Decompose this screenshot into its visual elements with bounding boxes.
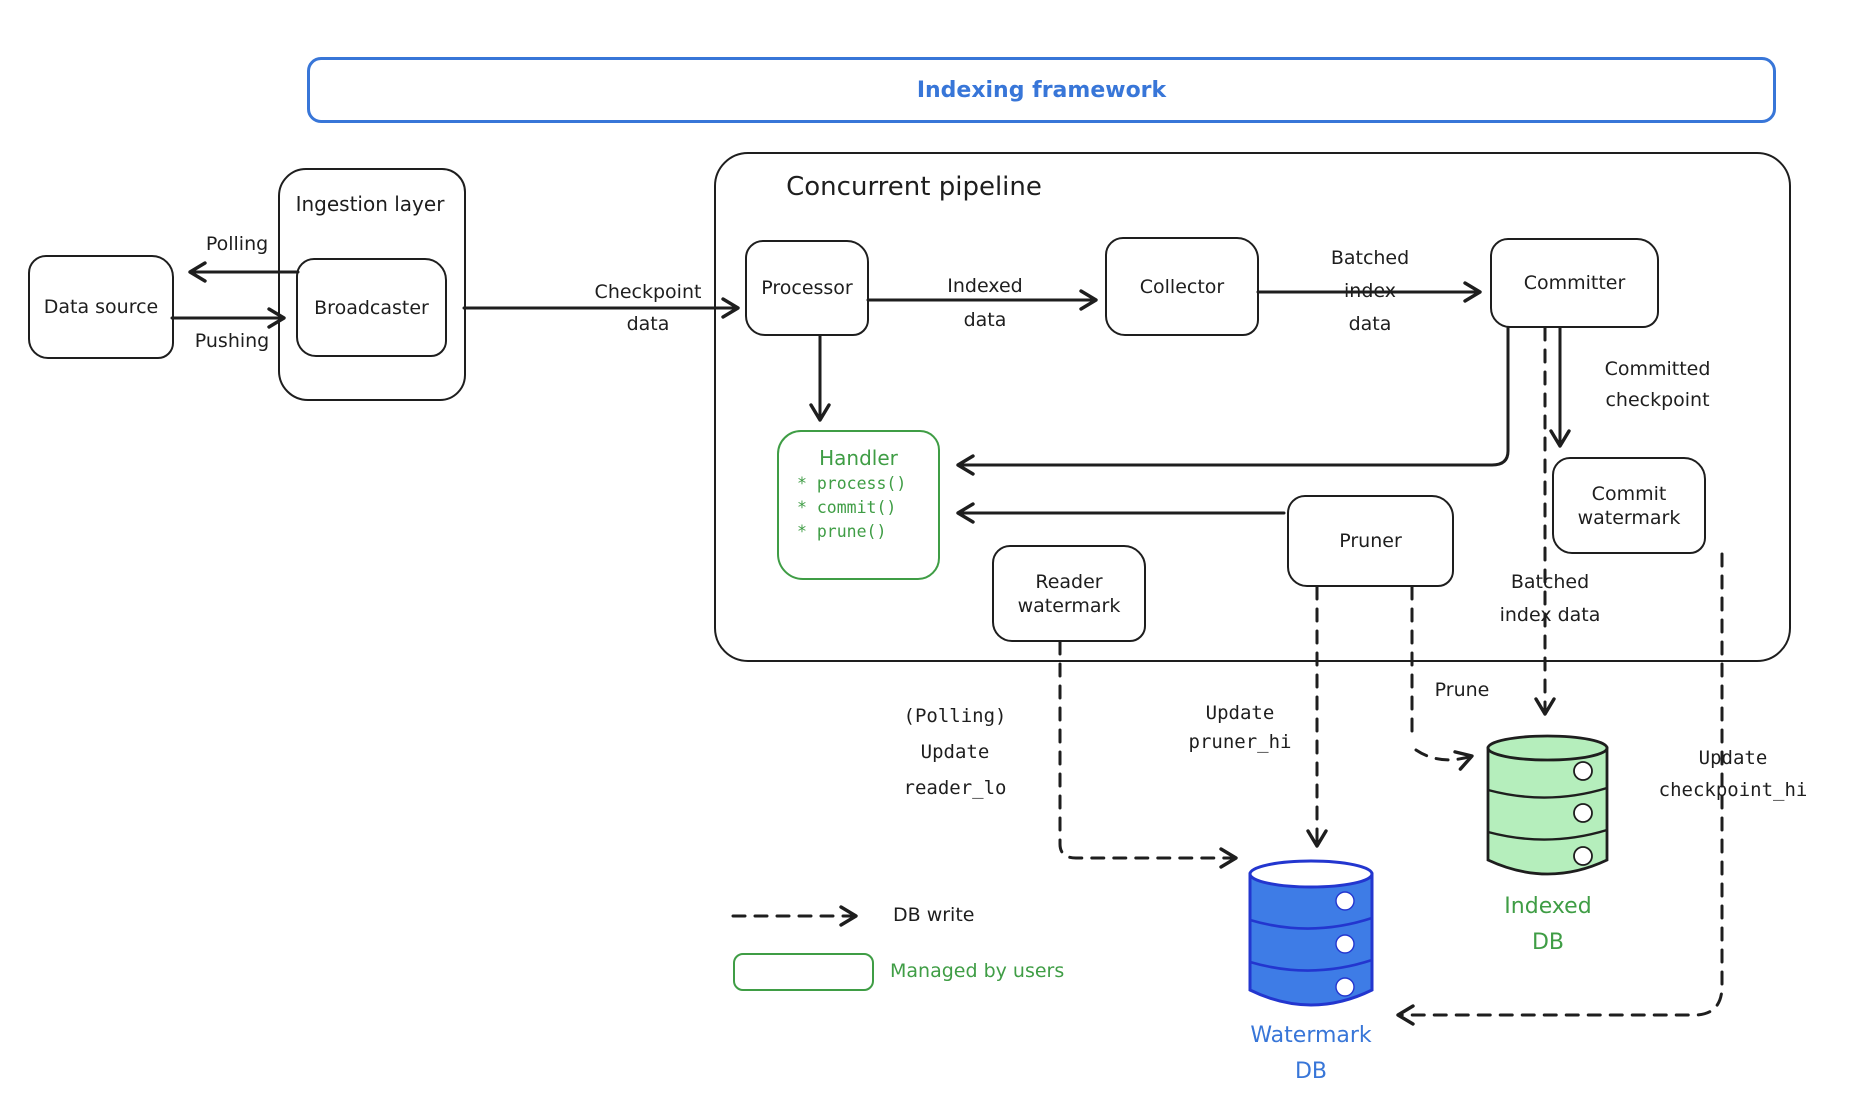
pruner-label: Pruner: [1339, 530, 1402, 552]
legend-managed-label: Managed by users: [890, 960, 1065, 982]
node-handler: Handler * process() * commit() * prune(): [777, 430, 940, 580]
arrow-prune-head: [1414, 748, 1474, 771]
arrow-committer-to-handler: [956, 326, 1510, 476]
watermark-db-cylinder: [1248, 859, 1374, 1007]
node-committer: Committer: [1490, 238, 1659, 328]
committer-label: Committer: [1523, 272, 1626, 294]
reader-watermark-label: Reader watermark: [1017, 570, 1121, 617]
label-checkpoint-data: Checkpoint data: [573, 276, 723, 340]
indexing-framework-frame: Indexing framework: [307, 57, 1776, 123]
data-source-label: Data source: [43, 296, 159, 318]
commit-watermark-label: Commit watermark: [1577, 482, 1681, 529]
arrow-update-reader-lo: [1058, 640, 1238, 869]
node-collector: Collector: [1105, 237, 1259, 336]
label-committed-checkpoint: Committed checkpoint: [1565, 354, 1750, 416]
handler-title: Handler: [819, 446, 898, 470]
legend-db-write-label: DB write: [893, 904, 975, 926]
node-data-source: Data source: [28, 255, 174, 359]
concurrent-pipeline-title: Concurrent pipeline: [786, 172, 1042, 202]
broadcaster-label: Broadcaster: [314, 296, 429, 319]
legend-managed-box: [733, 953, 874, 991]
ingestion-layer-title: Ingestion layer: [295, 192, 445, 216]
handler-item-commit: * commit(): [797, 498, 897, 517]
handler-item-process: * process(): [797, 474, 907, 493]
node-reader-watermark: Reader watermark: [992, 545, 1146, 642]
indexing-framework-title: Indexing framework: [916, 77, 1167, 103]
label-polling: Polling: [205, 233, 269, 255]
group-concurrent-pipeline: [714, 152, 1791, 662]
label-update-pruner-hi: Update pruner_hi: [1145, 699, 1335, 757]
group-ingestion-layer: [278, 168, 466, 401]
node-commit-watermark: Commit watermark: [1552, 457, 1706, 554]
label-batched-index-data: Batched index data: [1295, 242, 1445, 341]
label-pushing: Pushing: [194, 330, 270, 352]
processor-label: Processor: [761, 277, 853, 299]
node-broadcaster: Broadcaster: [296, 258, 447, 357]
label-batched-index-data-2: Batched index data: [1465, 566, 1635, 632]
node-pruner: Pruner: [1287, 495, 1454, 587]
collector-label: Collector: [1139, 275, 1225, 298]
watermark-db-label: Watermark DB: [1250, 1023, 1372, 1084]
handler-item-prune: * prune(): [797, 522, 887, 541]
label-update-checkpoint-hi: Update checkpoint_hi: [1618, 742, 1848, 806]
indexed-db-cylinder: [1486, 734, 1609, 876]
label-indexed-data: Indexed data: [910, 269, 1060, 337]
label-update-reader-lo: (Polling) Update reader_lo: [860, 698, 1050, 806]
node-processor: Processor: [745, 240, 869, 336]
indexed-db-label: Indexed DB: [1504, 894, 1592, 955]
label-prune: Prune: [1434, 679, 1490, 701]
